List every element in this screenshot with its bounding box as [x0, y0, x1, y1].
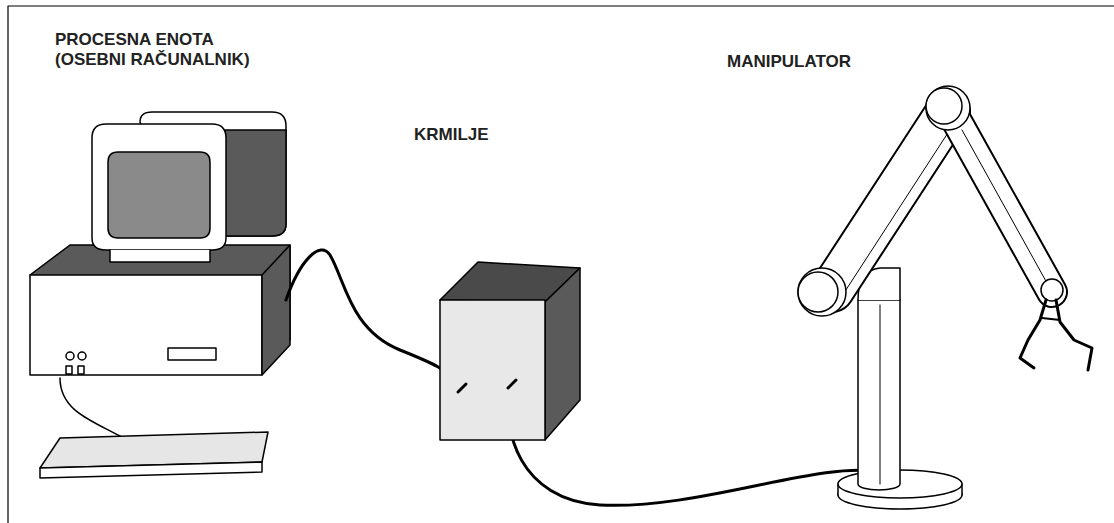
controller-box — [440, 262, 580, 440]
robot-arm — [798, 86, 1092, 509]
manipulator-label: MANIPULATOR — [727, 52, 851, 72]
cable — [286, 250, 462, 388]
frame — [8, 6, 1114, 523]
unit-label: PROCESNA ENOTA (OSEBNI RAČUNALNIK) — [55, 30, 280, 69]
monitor — [92, 112, 286, 262]
computer-case — [30, 245, 290, 375]
keyboard — [40, 432, 268, 478]
controller-label: KRMILJE — [414, 125, 489, 145]
keyboard-cable — [60, 378, 120, 436]
